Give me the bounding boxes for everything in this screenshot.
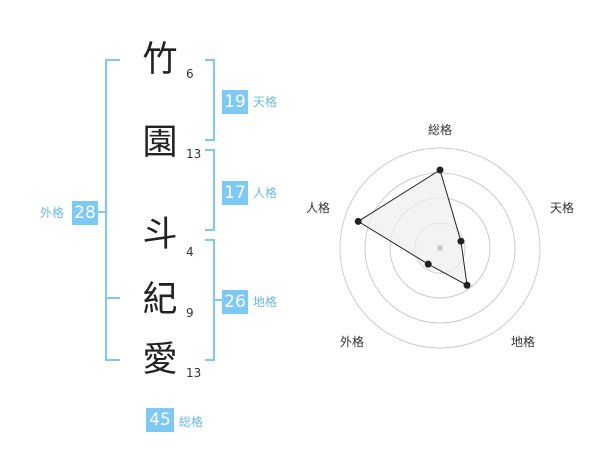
radar-point-4	[424, 260, 432, 268]
radar-point-5	[354, 217, 362, 225]
soukaku-value: 45	[146, 408, 174, 432]
stroke-count-4: 9	[186, 306, 194, 320]
radar-point-1	[436, 166, 444, 174]
name-char-4: 紀	[142, 280, 178, 320]
tenkaku-bracket	[205, 59, 215, 141]
jinkaku-bracket	[205, 149, 215, 231]
chikaku-label: 地格	[253, 295, 278, 309]
jinkaku-label: 人格	[253, 186, 278, 200]
radar-grid-ring-4	[339, 147, 541, 349]
radar-label-soukaku: 総格	[428, 123, 453, 137]
radar-label-chikaku: 地格	[511, 335, 536, 349]
tenkaku-value: 19	[222, 90, 248, 114]
radar-point-2	[457, 237, 465, 245]
name-char-2: 園	[142, 123, 178, 163]
gaikaku-value: 28	[72, 201, 98, 225]
stroke-count-2: 13	[186, 147, 202, 161]
chikaku-value: 26	[222, 290, 248, 314]
radar-center-dot	[437, 245, 443, 251]
radar-label-gaikaku: 外格	[340, 335, 365, 349]
name-char-3: 斗	[142, 215, 178, 255]
radar-label-tenkaku: 天格	[550, 201, 575, 215]
radar-polygon	[357, 169, 468, 287]
stroke-count-3: 4	[186, 245, 194, 259]
gaikaku-label: 外格	[40, 206, 65, 220]
tenkaku-label: 天格	[253, 95, 278, 109]
radar-point-3	[463, 281, 471, 289]
stroke-count-1: 6	[186, 67, 194, 81]
gaikaku-bracket	[105, 59, 120, 361]
soukaku-label: 総格	[179, 415, 204, 429]
name-char-5: 愛	[142, 340, 178, 380]
radar-label-jinkaku: 人格	[306, 201, 331, 215]
name-char-1: 竹	[142, 40, 178, 80]
jinkaku-value: 17	[222, 181, 248, 205]
stroke-count-5: 13	[186, 366, 202, 380]
